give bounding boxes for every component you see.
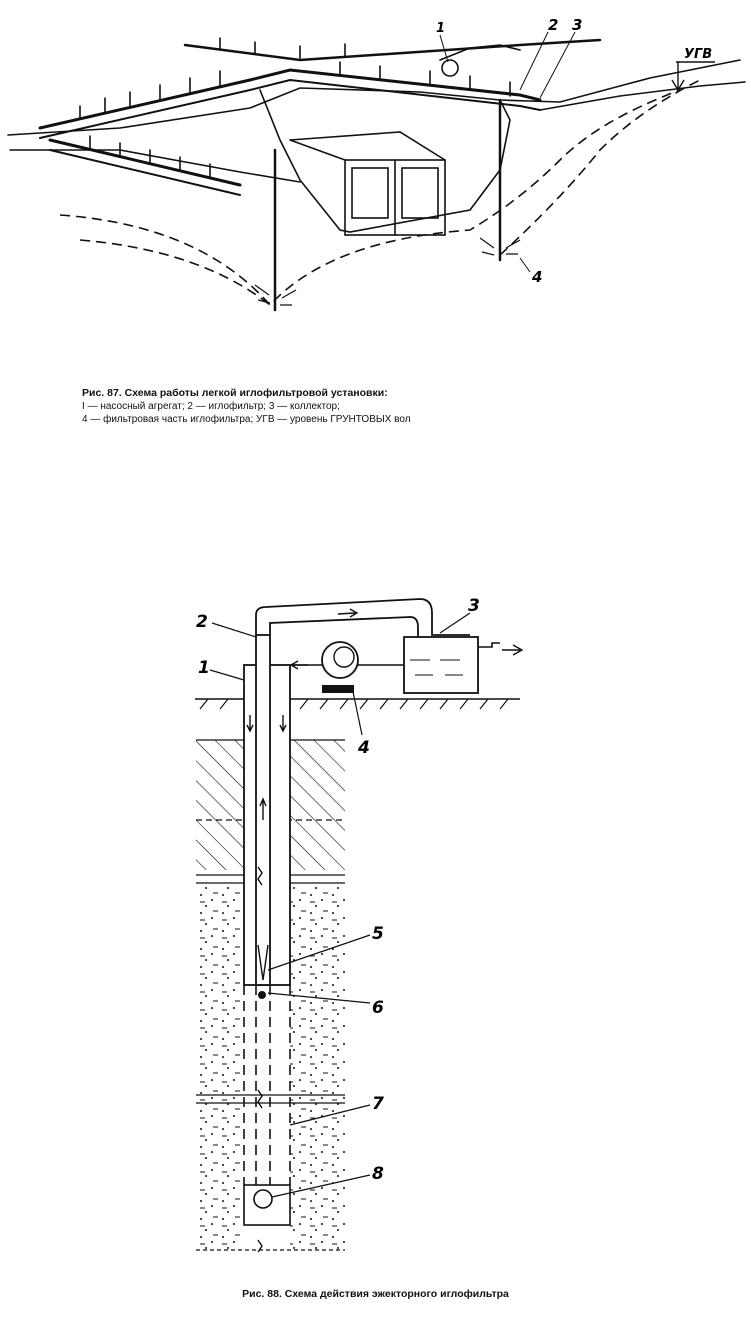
- figure-87-caption-line-1: I — насосный агрегат; 2 — иглофильтр; 3 …: [82, 400, 411, 413]
- fig88-label-2: 2: [196, 612, 208, 632]
- ground-back-line: [540, 82, 745, 110]
- ball-valve: [254, 1190, 272, 1208]
- figure-87-wellpoint-installation-drawing: 1 2 3 4 УГВ: [0, 0, 751, 330]
- fig87-label-1: 1: [436, 21, 445, 36]
- sand-layer-right: [290, 885, 345, 1250]
- outflow-arrow: [502, 645, 522, 655]
- tank-3: [404, 637, 478, 693]
- fig87-label-4: 4: [531, 268, 542, 286]
- fig87-label-2: 2: [548, 16, 558, 34]
- groundwater-curve-2: [80, 240, 270, 305]
- figure-88-ejector-wellpoint-drawing: 2 1 3 4 5 6 7 8: [0, 585, 751, 1265]
- figure-87-caption-title: Рис. 87. Схема работы легкой иглофильтро…: [82, 387, 411, 400]
- fig87-label-3: 3: [572, 16, 582, 34]
- figure-87-caption-line-2: 4 — фильтровая часть иглофильтра; УГВ — …: [82, 413, 411, 426]
- collector-pipe-back: [185, 40, 600, 60]
- fig88-label-1: 1: [198, 658, 210, 678]
- figure-88-caption: Рис. 88. Схема действия эжекторного игло…: [0, 1288, 751, 1301]
- filter-section: [244, 985, 290, 1185]
- sand-layer-left: [196, 885, 244, 1250]
- groundwater-curve-3: [500, 80, 700, 255]
- fig87-label-ugv: УГВ: [684, 47, 712, 62]
- fig88-label-5: 5: [372, 924, 384, 944]
- ejector-ball: [258, 991, 266, 999]
- collector-pipe-left-2: [50, 150, 240, 195]
- fig88-label-3: 3: [468, 596, 480, 616]
- fig88-label-6: 6: [372, 998, 384, 1018]
- fig88-label-7: 7: [372, 1094, 384, 1114]
- flow-arrow-top: [338, 609, 357, 617]
- clay-layer-right: [290, 740, 345, 870]
- collector-pipe-left: [50, 140, 240, 185]
- fig88-label-4: 4: [357, 738, 370, 758]
- figure-87-caption: Рис. 87. Схема работы легкой иглофильтро…: [82, 387, 411, 426]
- flow-arrow-left: [291, 661, 308, 669]
- clay-layer-left: [196, 740, 244, 870]
- fig88-label-8: 8: [372, 1164, 384, 1184]
- excavation-pit: [260, 90, 510, 232]
- pump-unit: [442, 60, 458, 76]
